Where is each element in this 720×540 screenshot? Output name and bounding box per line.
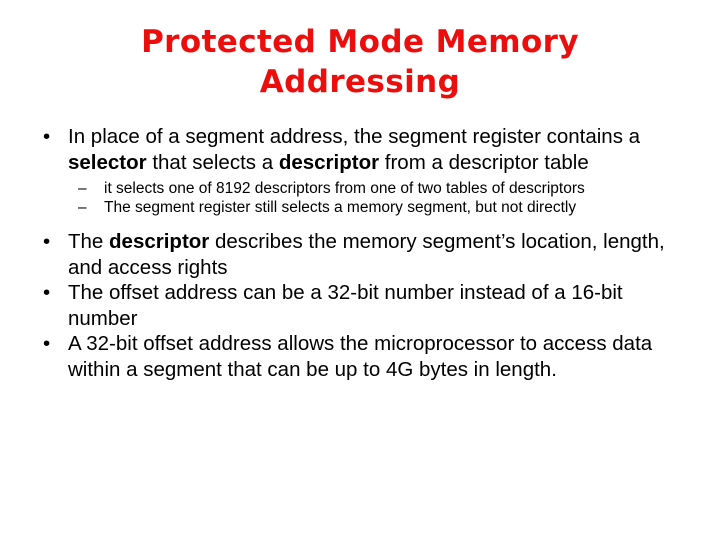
bullet-marker-icon: • bbox=[43, 332, 51, 355]
bullet-marker-icon: • bbox=[43, 125, 51, 148]
sub-bullet-dash-icon: – bbox=[78, 199, 87, 216]
bullet-marker-icon: • bbox=[43, 230, 51, 253]
bullet-text: The descriptor describes the memory segm… bbox=[68, 229, 692, 280]
text-run: In place of a segment address, the segme… bbox=[68, 125, 641, 148]
bullet-marker-icon: • bbox=[43, 281, 51, 304]
text-run: from a descriptor table bbox=[379, 150, 589, 174]
text-run: The segment register still selects a mem… bbox=[104, 199, 577, 216]
bullet-item: • In place of a segment address, the segm… bbox=[36, 124, 692, 175]
slide-body: • In place of a segment address, the segm… bbox=[36, 124, 692, 382]
sub-bullet-item: –The segment register still selects a me… bbox=[36, 198, 692, 217]
bullet-text: The segment register still selects a mem… bbox=[104, 198, 692, 217]
sub-bullet-group: –it selects one of 8192 descriptors from… bbox=[36, 179, 692, 217]
text-run: The offset address can be a 32-bit numbe… bbox=[68, 281, 623, 330]
bullet-text: The offset address can be a 32-bit numbe… bbox=[68, 280, 692, 331]
bullet-text: it selects one of 8192 descriptors from … bbox=[104, 179, 692, 198]
page-title: Protected Mode Memory Addressing bbox=[141, 24, 579, 100]
text-run: that selects a bbox=[146, 150, 279, 174]
sub-bullet-item: –it selects one of 8192 descriptors from… bbox=[36, 179, 692, 198]
text-run: The bbox=[68, 230, 110, 253]
bullet-item: • The descriptor describes the memory seg… bbox=[36, 229, 692, 280]
emphasis-term: descriptor bbox=[278, 150, 380, 174]
emphasis-term: selector bbox=[68, 150, 147, 174]
text-run: A 32-bit offset address allows the micro… bbox=[68, 332, 653, 381]
bullet-text: A 32-bit offset address allows the micro… bbox=[68, 331, 692, 382]
emphasis-term: descriptor bbox=[109, 230, 210, 253]
bullet-text: In place of a segment address, the segme… bbox=[68, 124, 692, 175]
bullet-item: • The offset address can be a 32-bit numb… bbox=[36, 280, 692, 331]
sub-bullet-dash-icon: – bbox=[78, 180, 87, 197]
text-run: describes the memory segment’s location,… bbox=[68, 230, 665, 279]
text-run: it selects one of 8192 descriptors from … bbox=[104, 180, 585, 197]
bullet-item: • A 32-bit offset address allows the micr… bbox=[36, 331, 692, 382]
